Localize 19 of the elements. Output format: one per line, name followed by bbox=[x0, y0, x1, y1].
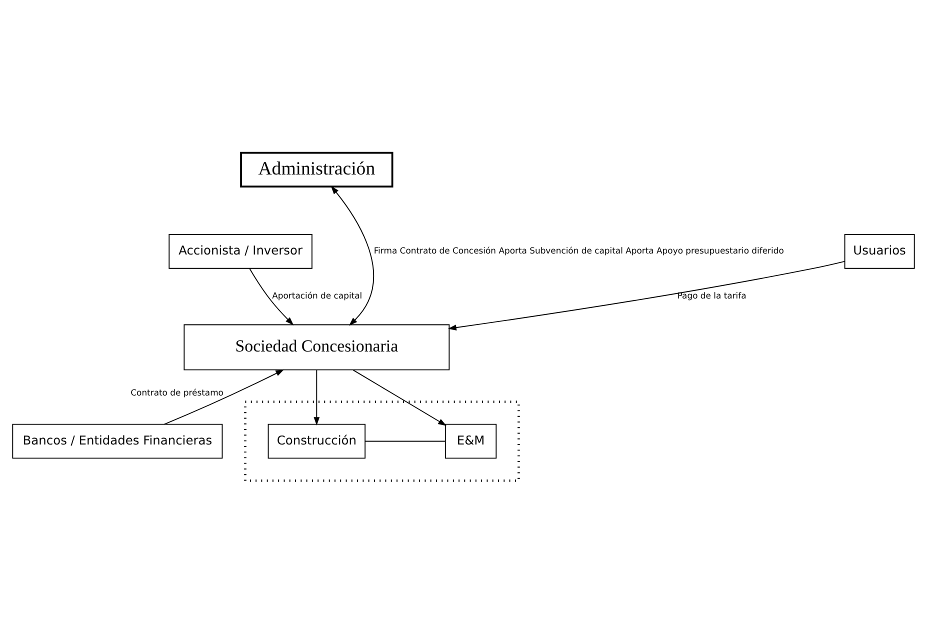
connector bbox=[364, 440, 446, 442]
node-box: Administración bbox=[240, 151, 394, 188]
cluster bbox=[244, 400, 520, 482]
arrow bbox=[352, 369, 447, 426]
edge-label: Firma Contrato de Concesión Aporta Subvención de capital Aporta Apoyo presupuestario diferido bbox=[374, 245, 784, 255]
node-box: Construcción bbox=[268, 423, 366, 458]
arrow bbox=[330, 185, 374, 326]
node-box: Sociedad Concesionaria bbox=[184, 324, 450, 370]
arrow bbox=[314, 369, 320, 426]
arrow bbox=[448, 260, 845, 330]
edge-label: Aportación de capital bbox=[272, 290, 362, 300]
node-box: Usuarios bbox=[844, 234, 915, 268]
node-box: Bancos / Entidades Financieras bbox=[12, 423, 223, 458]
edge-label: Contrato de préstamo bbox=[130, 387, 224, 398]
edge-label: Pago de la tarifa bbox=[677, 290, 746, 300]
node-box: E&M bbox=[444, 423, 497, 458]
arrow bbox=[249, 267, 294, 325]
node-box: Accionista / Inversor bbox=[168, 234, 312, 268]
arrow bbox=[164, 368, 284, 424]
